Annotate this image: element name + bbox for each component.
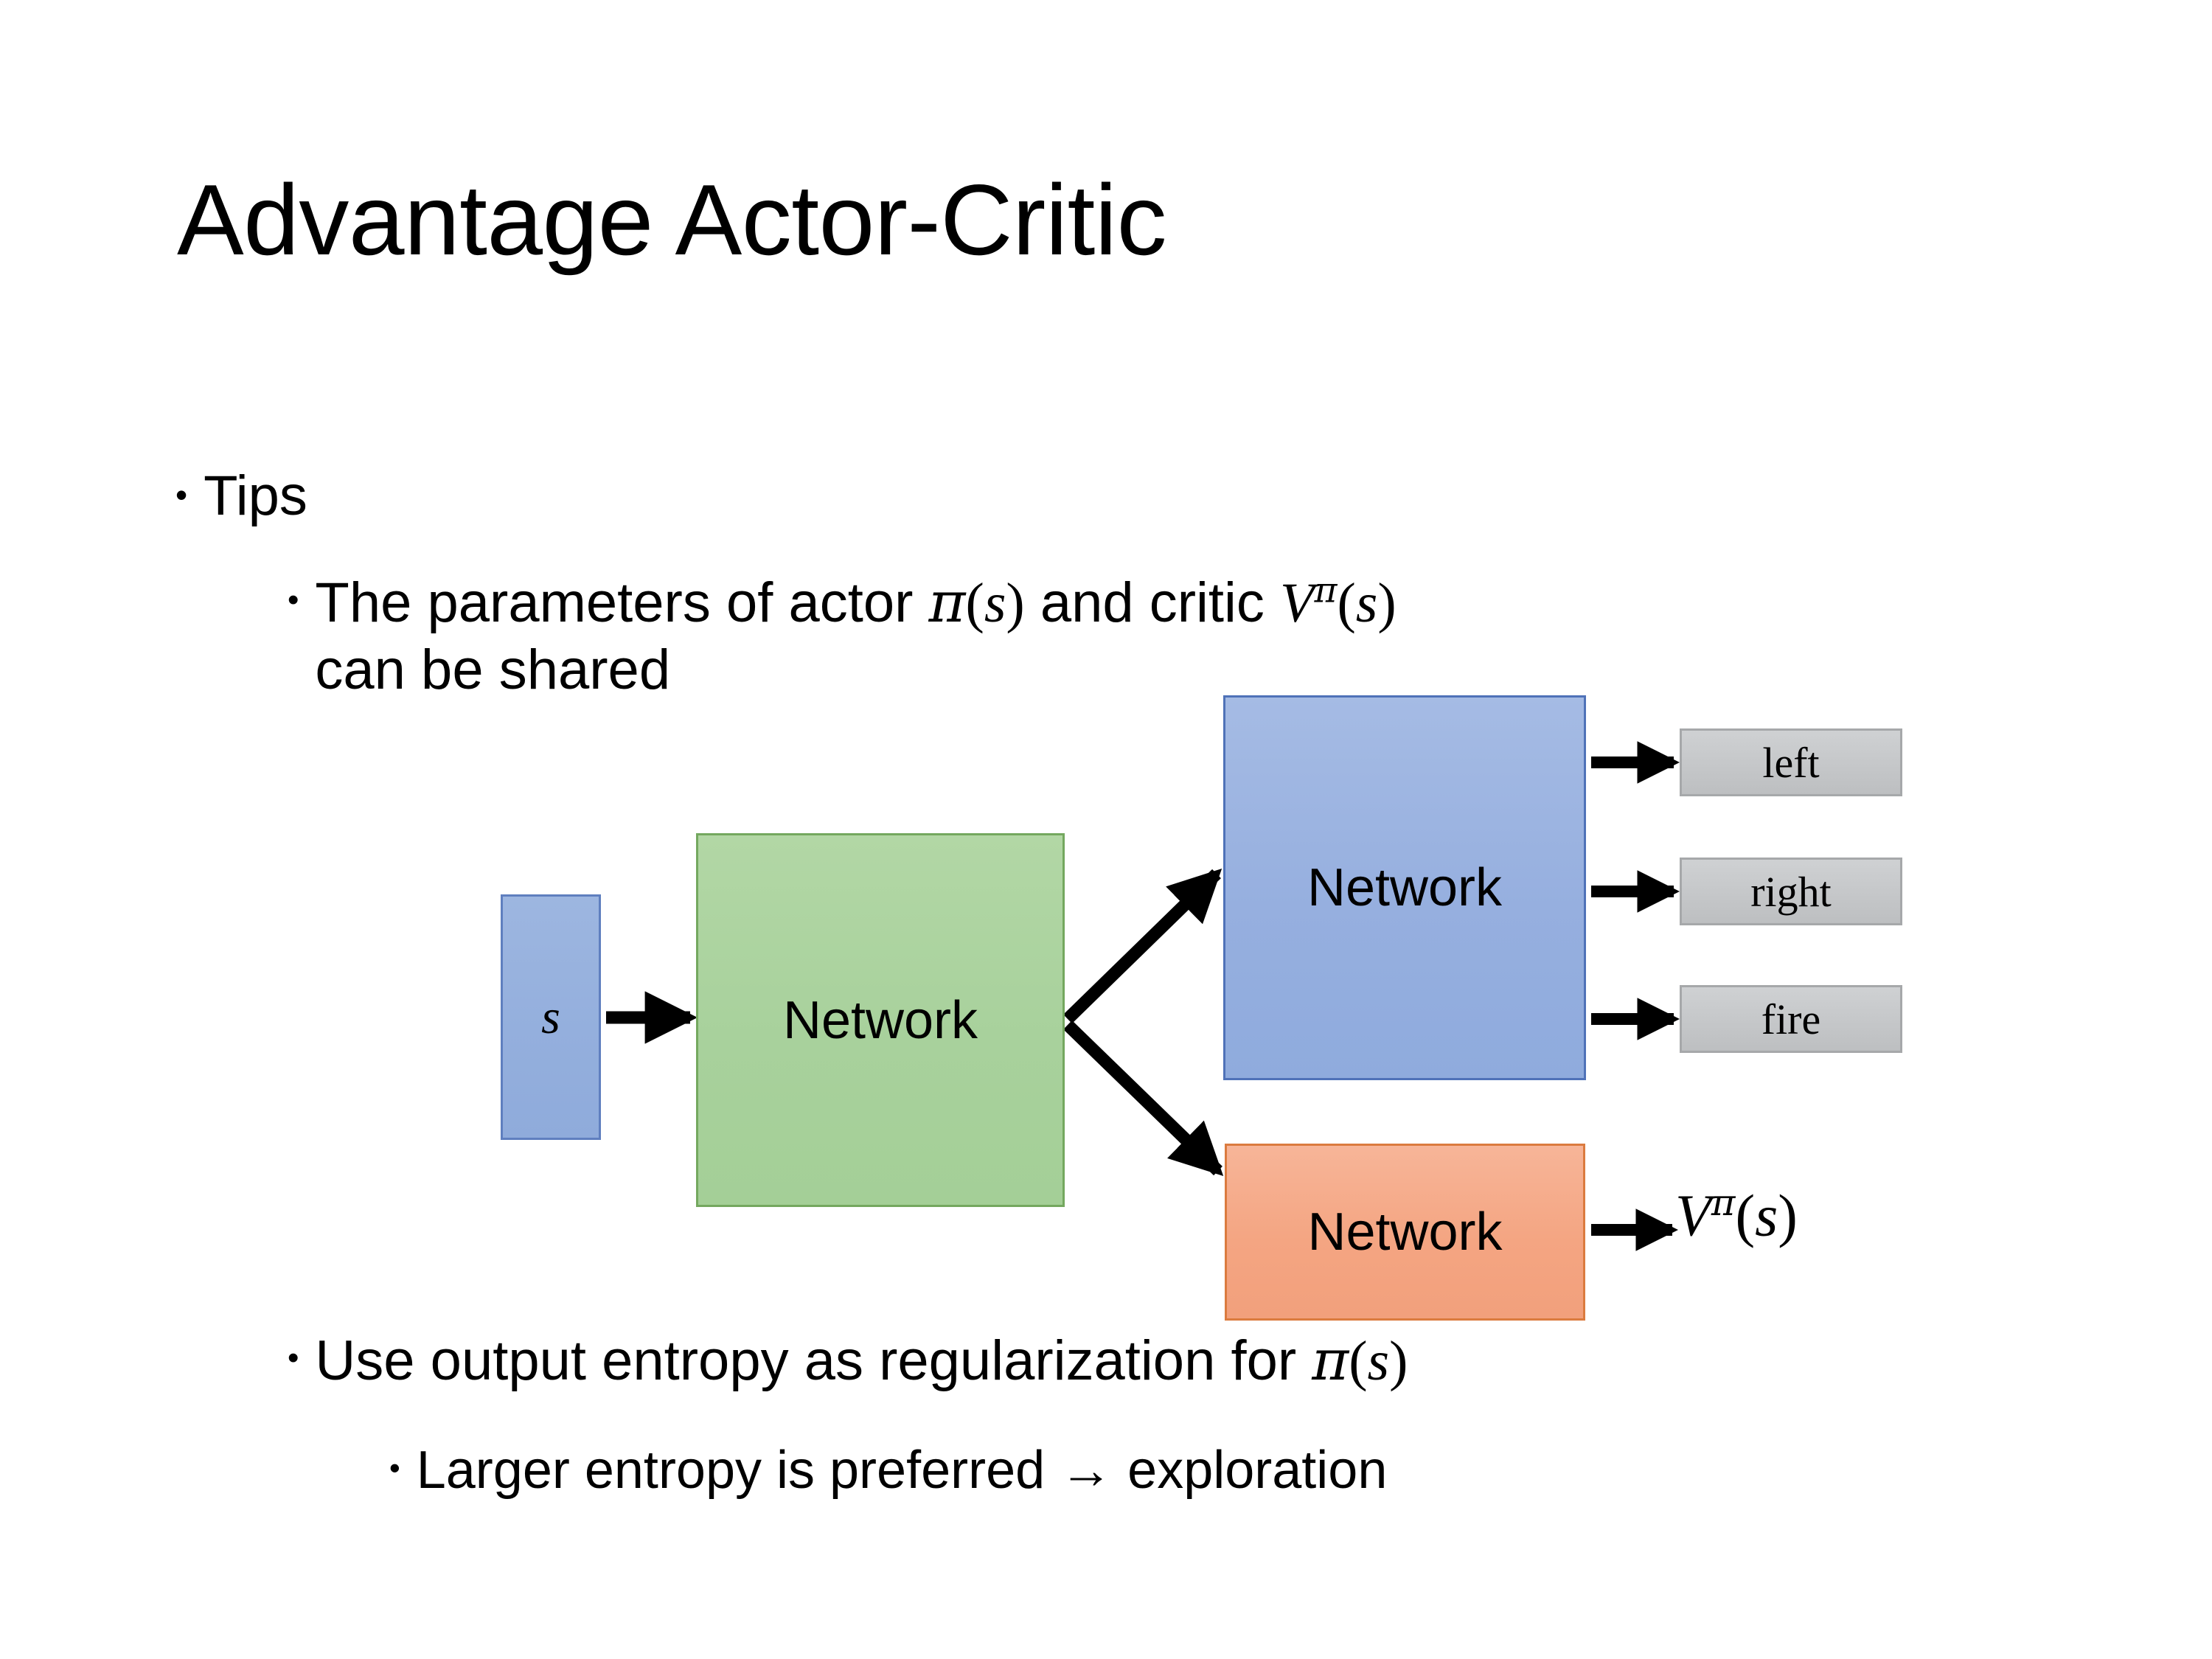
critic-state-arg: s — [1355, 572, 1378, 634]
node-shared-network-label: Network — [782, 990, 978, 1050]
value-state-arg: s — [1755, 1183, 1778, 1249]
output-value-function-label: Vπ(s) — [1675, 1181, 1798, 1251]
critic-v-symbol: V — [1280, 572, 1315, 634]
page-title: Advantage Actor-Critic — [177, 164, 1167, 276]
critic-paren-close: ) — [1377, 572, 1397, 634]
node-state-label: s — [541, 990, 560, 1044]
output-action-left-label: left — [1762, 738, 1820, 787]
bullet-larger-entropy: • Larger entropy is preferred → explorat… — [389, 1439, 1387, 1502]
node-critic-network-label: Network — [1307, 1203, 1503, 1262]
policy-paren-close: ) — [1389, 1330, 1408, 1392]
parameters-text-mid: and critic — [1024, 571, 1281, 634]
output-action-fire-label: fire — [1761, 995, 1821, 1043]
bullet-entropy-regularization: • Use output entropy as regularization f… — [288, 1327, 1408, 1395]
node-shared-network[interactable]: Network — [696, 833, 1065, 1207]
bullet-parameters-text: The parameters of actor π(s) and critic … — [315, 569, 1396, 703]
entropy-text-before: Use output entropy as regularization for — [315, 1329, 1312, 1392]
critic-pi-superscript: π — [1314, 570, 1338, 611]
output-action-right[interactable]: right — [1680, 858, 1902, 925]
arrow-shared-to-actor — [1063, 869, 1222, 1024]
critic-paren-open: ( — [1337, 572, 1356, 634]
output-action-right-label: right — [1750, 867, 1832, 916]
bullet-marker-icon: • — [288, 1340, 299, 1376]
value-paren-close: ) — [1778, 1183, 1798, 1249]
actor-paren-close: ) — [1006, 572, 1025, 634]
output-action-fire[interactable]: fire — [1680, 985, 1902, 1053]
value-paren-open: ( — [1735, 1183, 1756, 1249]
bullet-entropy-text: Use output entropy as regularization for… — [315, 1327, 1408, 1395]
policy-state-arg: s — [1367, 1330, 1390, 1392]
output-action-left[interactable]: left — [1680, 728, 1902, 796]
bullet-marker-icon: • — [389, 1450, 400, 1485]
value-pi-superscript: π — [1711, 1181, 1736, 1224]
bullet-tips: • Tips — [175, 463, 307, 529]
actor-state-arg: s — [984, 572, 1006, 634]
parameters-line2: can be shared — [315, 638, 671, 701]
bullet-tips-label: Tips — [204, 465, 307, 527]
node-actor-network[interactable]: Network — [1223, 695, 1586, 1080]
policy-pi-symbol: π — [1312, 1327, 1349, 1393]
bullet-larger-entropy-label: Larger entropy is preferred → exploratio… — [416, 1441, 1388, 1500]
parameters-text-before: The parameters of actor — [315, 571, 929, 634]
value-v-symbol: V — [1675, 1183, 1711, 1249]
node-actor-network-label: Network — [1307, 858, 1503, 917]
actor-paren-open: ( — [965, 572, 984, 634]
actor-pi-symbol: π — [928, 569, 966, 635]
node-critic-network[interactable]: Network — [1225, 1144, 1585, 1321]
bullet-parameters-shared: • The parameters of actor π(s) and criti… — [288, 569, 1397, 703]
bullet-marker-icon: • — [288, 582, 299, 618]
policy-paren-open: ( — [1349, 1330, 1368, 1392]
node-state-input[interactable]: s — [501, 894, 601, 1140]
bullet-marker-icon: • — [175, 476, 188, 514]
arrow-shared-to-critic — [1063, 1020, 1224, 1176]
